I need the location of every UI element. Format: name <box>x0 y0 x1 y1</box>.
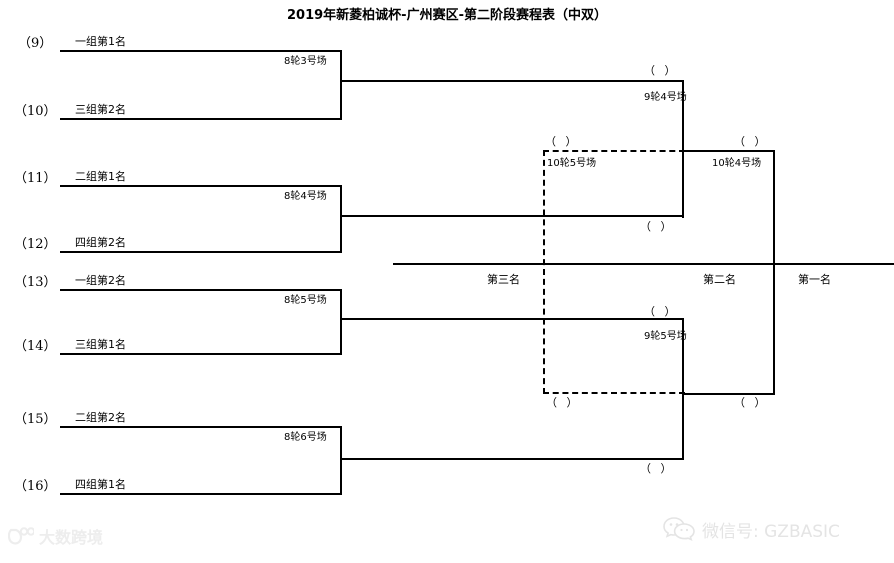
wechat-icon <box>663 516 695 542</box>
court-label-8r3: 8轮3号场 <box>284 56 327 67</box>
match-connector-8r5 <box>340 289 342 355</box>
watermark-right: 微信号: GZBASIC <box>663 516 840 542</box>
slot-placeholder-10r5-top: （ ） <box>545 135 580 148</box>
watermark-left-text: 大数跨境 <box>39 528 104 547</box>
slot-placeholder-10r4-top: （ ） <box>734 135 769 148</box>
slot-placeholder-10r5-bottom: （ ） <box>546 396 581 409</box>
seed-line-16 <box>60 493 342 495</box>
page-title: 2019年新菱柏诚杯-广州赛区-第二阶段赛程表（中双） <box>287 8 607 23</box>
slot-placeholder-9r4-bottom: （ ） <box>640 220 675 233</box>
seed-label-12: 四组第2名 <box>75 236 126 249</box>
seed-line-9 <box>60 50 342 52</box>
koala-logo-icon <box>7 527 36 545</box>
third-place-connector <box>543 150 545 394</box>
seed-number-11: （11） <box>14 171 57 186</box>
slot-placeholder-9r5-top: （ ） <box>644 305 679 318</box>
feed-line-8r5-to-9r5 <box>340 318 684 320</box>
third-place-line-top <box>543 150 685 152</box>
seed-number-13: （13） <box>14 275 57 290</box>
seed-line-10 <box>60 118 342 120</box>
rank-label-third: 第三名 <box>487 273 520 286</box>
match-connector-8r3 <box>340 50 342 120</box>
court-label-10r5: 10轮5号场 <box>547 158 597 169</box>
court-label-10r4: 10轮4号场 <box>712 158 762 169</box>
seed-label-15: 二组第2名 <box>75 411 126 424</box>
seed-label-9: 一组第1名 <box>75 35 126 48</box>
seed-number-10: （10） <box>14 104 57 119</box>
court-label-9r5: 9轮5号场 <box>644 331 687 342</box>
final-line-top <box>682 150 775 152</box>
third-place-line-bottom <box>543 392 685 394</box>
seed-label-14: 三组第1名 <box>75 338 126 351</box>
seed-number-15: （15） <box>14 412 57 427</box>
rank-label-first: 第一名 <box>798 273 831 286</box>
seed-line-11 <box>60 185 342 187</box>
seed-line-14 <box>60 353 342 355</box>
final-connector <box>773 150 775 395</box>
feed-line-8r4-to-9r4 <box>340 215 684 217</box>
slot-placeholder-10r4-bottom: （ ） <box>734 396 769 409</box>
watermark-left: 大数跨境 <box>7 524 104 548</box>
seed-number-14: （14） <box>14 339 57 354</box>
seed-line-15 <box>60 426 342 428</box>
seed-number-12: （12） <box>14 237 57 252</box>
slot-placeholder-9r5-bottom: （ ） <box>640 462 675 475</box>
slot-placeholder-9r4-top: （ ） <box>644 64 679 77</box>
match-connector-9r5 <box>682 318 684 458</box>
seed-number-9: （9） <box>18 36 53 51</box>
watermark-right-text: 微信号: GZBASIC <box>702 521 840 542</box>
seed-line-12 <box>60 251 342 253</box>
podium-line <box>393 263 894 265</box>
seed-label-13: 一组第2名 <box>75 274 126 287</box>
match-connector-8r4 <box>340 185 342 253</box>
seed-label-16: 四组第1名 <box>75 478 126 491</box>
match-connector-9r4 <box>682 80 684 218</box>
seed-label-10: 三组第2名 <box>75 103 126 116</box>
seed-label-11: 二组第1名 <box>75 170 126 183</box>
seed-number-16: （16） <box>14 479 57 494</box>
feed-line-8r6-to-9r5 <box>340 458 684 460</box>
rank-label-second: 第二名 <box>703 273 736 286</box>
court-label-8r6: 8轮6号场 <box>284 432 327 443</box>
court-label-8r4: 8轮4号场 <box>284 191 327 202</box>
court-label-9r4: 9轮4号场 <box>644 92 687 103</box>
feed-line-8r3-to-9r4 <box>340 80 684 82</box>
match-connector-8r6 <box>340 426 342 495</box>
final-line-bottom <box>682 393 775 395</box>
court-label-8r5: 8轮5号场 <box>284 295 327 306</box>
seed-line-13 <box>60 289 342 291</box>
